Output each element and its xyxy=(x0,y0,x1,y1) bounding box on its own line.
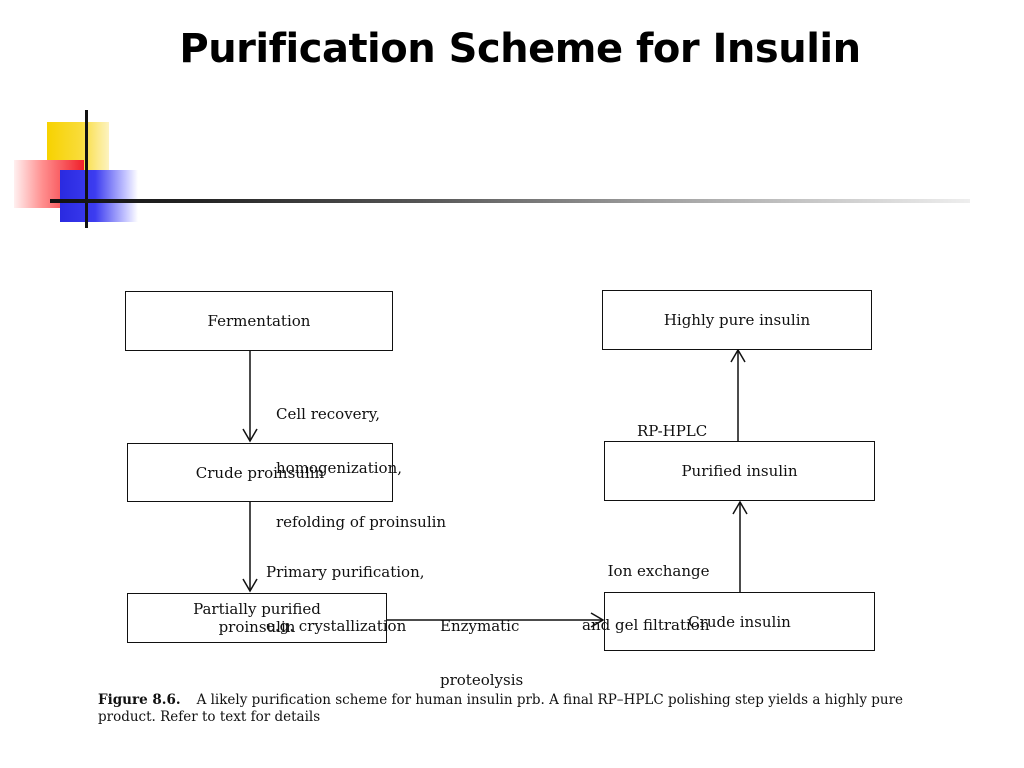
decorative-blue-square xyxy=(60,170,138,222)
step-ion-exchange: Ion exchange and gel filtration xyxy=(582,526,709,670)
step-rp-hplc-line: RP-HPLC xyxy=(637,422,708,440)
figure-caption-label: Figure 8.6. xyxy=(98,692,181,708)
box-partially-purified-proinsulin: Partially purified proinsulin xyxy=(127,593,387,643)
box-crude-insulin: Crude insulin xyxy=(604,592,875,651)
step-primary-purification-line: e.g. crystallization xyxy=(266,617,407,635)
box-crude-proinsulin-label: Crude proinsulin xyxy=(195,463,325,482)
box-partially-purified-label-line2: proinsulin xyxy=(218,618,296,636)
box-highly-pure-insulin-label: Highly pure insulin xyxy=(663,311,811,329)
step-cell-recovery-line: homogenization, xyxy=(276,459,403,477)
box-fermentation: Fermentation xyxy=(125,291,393,351)
decorative-vertical-line xyxy=(85,110,88,228)
slide-title: Purification Scheme for Insulin xyxy=(179,26,861,72)
step-enzymatic-proteolysis: Enzymatic proteolysis xyxy=(440,581,523,725)
step-ion-exchange-line: Ion exchange xyxy=(607,562,710,580)
step-enzymatic-proteolysis-line: Enzymatic xyxy=(440,617,520,635)
box-highly-pure-insulin: Highly pure insulin xyxy=(602,290,872,350)
step-primary-purification-line: Primary purification, xyxy=(266,563,425,581)
box-fermentation-label: Fermentation xyxy=(207,312,311,330)
step-rp-hplc: RP-HPLC xyxy=(637,386,707,476)
box-partially-purified-label-line1: Partially purified xyxy=(193,600,321,618)
step-cell-recovery: Cell recovery, homogenization, refolding… xyxy=(276,369,446,567)
box-crude-proinsulin: Crude proinsulin xyxy=(127,443,393,502)
box-crude-insulin-label: Crude insulin xyxy=(688,612,791,631)
box-purified-insulin: Purified insulin xyxy=(604,441,875,501)
figure-caption-text: A likely purification scheme for human i… xyxy=(98,692,904,725)
step-cell-recovery-line: refolding of proinsulin xyxy=(276,513,447,531)
step-ion-exchange-line: and gel filtration xyxy=(582,616,710,634)
step-primary-purification: Primary purification, e.g. crystallizati… xyxy=(266,527,425,671)
figure-caption: Figure 8.6.A likely purification scheme … xyxy=(98,692,938,726)
step-enzymatic-proteolysis-line: proteolysis xyxy=(440,671,524,689)
box-purified-insulin-label: Purified insulin xyxy=(681,462,798,480)
step-cell-recovery-line: Cell recovery, xyxy=(276,405,380,423)
decorative-horizontal-line xyxy=(50,199,970,203)
